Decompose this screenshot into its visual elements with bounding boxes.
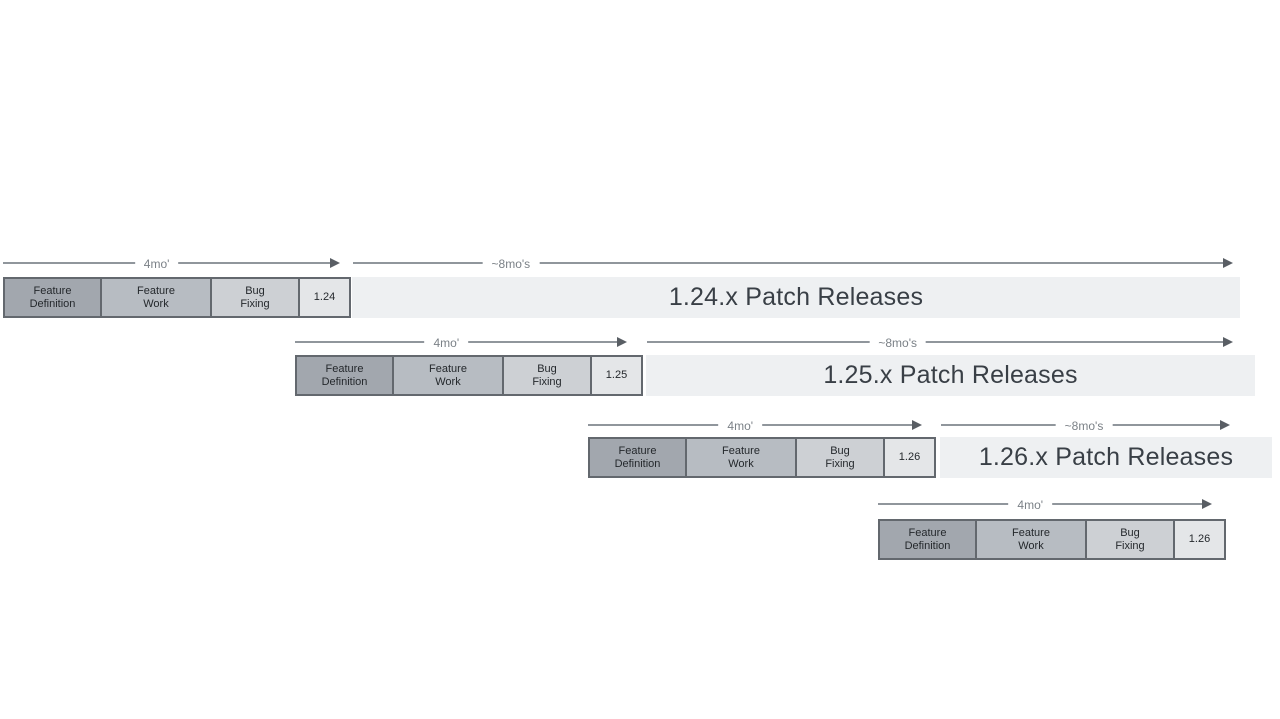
arrow-head-icon	[1202, 499, 1212, 509]
phase-box-bug-fixing: Bug Fixing	[502, 355, 590, 396]
arrow-head-icon	[1223, 337, 1233, 347]
patch-releases-bar: 1.24.x Patch Releases	[352, 277, 1240, 318]
phase-box-feature-definition: Feature Definition	[295, 355, 392, 396]
dev-duration-label: 4mo'	[134, 256, 179, 272]
patch-duration-label: ~8mo's	[1055, 418, 1113, 434]
dev-cycle-arrow: 4mo'	[588, 418, 922, 434]
phase-box-feature-definition: Feature Definition	[588, 437, 685, 478]
version-box: 1.26	[1173, 519, 1226, 560]
phase-box-bug-fixing: Bug Fixing	[210, 277, 298, 318]
patch-cycle-arrow: ~8mo's	[941, 418, 1230, 434]
phase-box-feature-work: Feature Work	[100, 277, 210, 318]
patch-cycle-arrow: ~8mo's	[647, 335, 1233, 351]
dev-cycle-arrow: 4mo'	[3, 256, 340, 272]
patch-duration-label: ~8mo's	[869, 335, 927, 351]
version-box: 1.24	[298, 277, 351, 318]
phase-box-bug-fixing: Bug Fixing	[1085, 519, 1173, 560]
arrow-head-icon	[912, 420, 922, 430]
arrow-head-icon	[330, 258, 340, 268]
dev-duration-label: 4mo'	[424, 335, 469, 351]
phase-box-feature-work: Feature Work	[392, 355, 502, 396]
dev-duration-label: 4mo'	[718, 418, 763, 434]
patch-releases-label: 1.25.x Patch Releases	[823, 361, 1078, 389]
phase-box-feature-work: Feature Work	[975, 519, 1085, 560]
phase-boxes: Feature Definition Feature Work Bug Fixi…	[588, 437, 936, 478]
phase-box-feature-work: Feature Work	[685, 437, 795, 478]
patch-cycle-arrow: ~8mo's	[353, 256, 1233, 272]
patch-releases-bar: 1.26.x Patch Releases	[940, 437, 1272, 478]
phase-boxes: Feature Definition Feature Work Bug Fixi…	[878, 519, 1226, 560]
phase-boxes: Feature Definition Feature Work Bug Fixi…	[295, 355, 643, 396]
dev-cycle-arrow: 4mo'	[878, 497, 1212, 513]
version-box: 1.26	[883, 437, 936, 478]
patch-releases-bar: 1.25.x Patch Releases	[646, 355, 1255, 396]
dev-cycle-arrow: 4mo'	[295, 335, 627, 351]
phase-box-bug-fixing: Bug Fixing	[795, 437, 883, 478]
patch-releases-label: 1.24.x Patch Releases	[668, 283, 924, 311]
phase-box-feature-definition: Feature Definition	[3, 277, 100, 318]
patch-duration-label: ~8mo's	[482, 256, 540, 272]
version-box: 1.25	[590, 355, 643, 396]
patch-releases-label: 1.26.x Patch Releases	[978, 443, 1234, 471]
phase-boxes: Feature Definition Feature Work Bug Fixi…	[3, 277, 351, 318]
dev-duration-label: 4mo'	[1008, 497, 1053, 513]
phase-box-feature-definition: Feature Definition	[878, 519, 975, 560]
arrow-head-icon	[1220, 420, 1230, 430]
arrow-head-icon	[617, 337, 627, 347]
arrow-head-icon	[1223, 258, 1233, 268]
